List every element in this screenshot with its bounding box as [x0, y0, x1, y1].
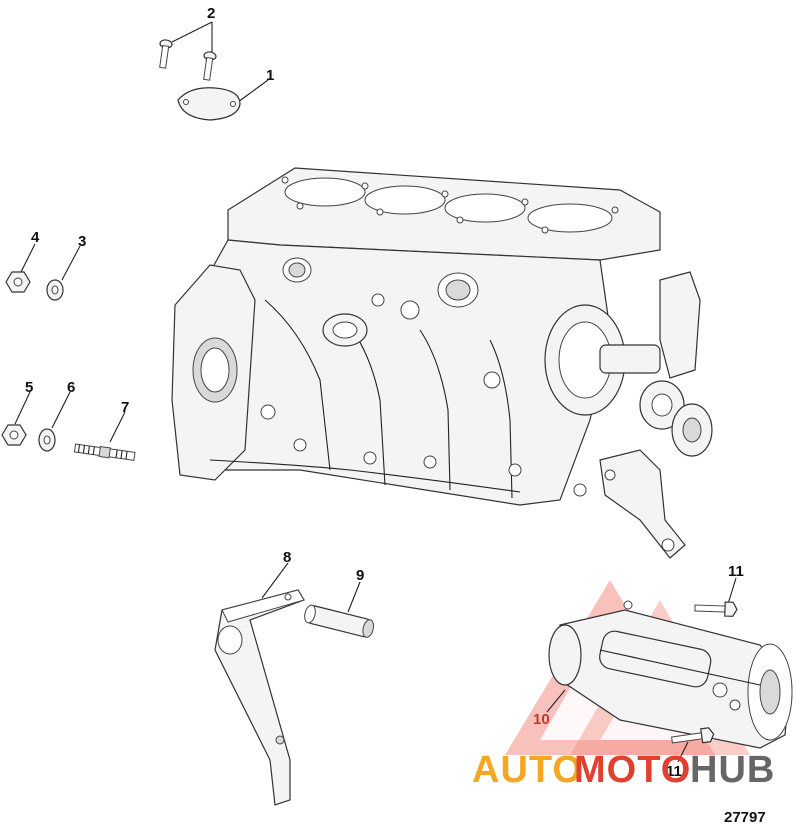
watermark-wordmark: AUTO MOTO HUB	[472, 749, 775, 791]
callout-4: 4	[31, 229, 40, 246]
watermark-moto: MOTO	[574, 749, 691, 791]
engine-block	[171, 167, 713, 559]
part-6-washer	[38, 391, 71, 452]
callout-11-lower: 11	[666, 763, 682, 780]
part-4-nut	[5, 243, 36, 293]
part-11-bolt-upper	[694, 577, 738, 617]
part-5-nut	[1, 391, 31, 446]
callout-1: 1	[266, 67, 274, 84]
part-1-cover-plate	[177, 79, 269, 121]
watermark-hub: HUB	[690, 749, 775, 791]
callout-9: 9	[356, 567, 364, 584]
part-8-bracket	[214, 562, 305, 806]
callout-2: 2	[207, 5, 215, 22]
figure-number: 27797	[724, 809, 766, 826]
callout-6: 6	[67, 379, 75, 396]
part-10-starter-motor	[546, 600, 793, 749]
part-9-spacer	[304, 581, 375, 638]
part-3-washer	[46, 245, 81, 301]
callout-7: 7	[121, 399, 129, 416]
part-7-stud	[73, 411, 136, 461]
watermark-auto: AUTO	[472, 749, 583, 791]
part-2-screws	[159, 21, 217, 81]
callout-3: 3	[78, 233, 86, 250]
callout-8: 8	[283, 549, 291, 566]
callout-11-upper: 11	[728, 563, 744, 580]
callout-10: 10	[533, 711, 550, 728]
callout-5: 5	[25, 379, 33, 396]
part-11-bolt-lower	[671, 727, 715, 763]
